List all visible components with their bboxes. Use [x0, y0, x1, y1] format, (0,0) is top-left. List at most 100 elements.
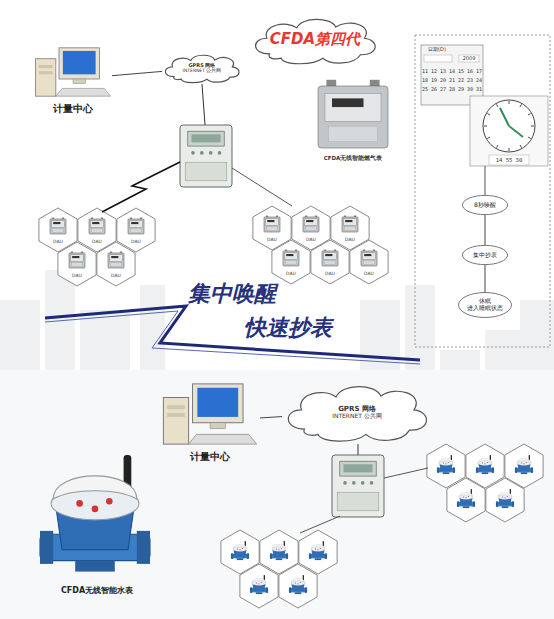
computer-drive	[167, 413, 184, 417]
meter-pointer	[521, 462, 522, 463]
node-caption: 计量中心	[190, 451, 230, 463]
meter-nut	[286, 553, 288, 558]
meter-counter	[306, 220, 313, 222]
meter-body	[303, 217, 319, 232]
cloud-outline	[165, 55, 239, 82]
meter-base	[482, 472, 488, 474]
clock-tick	[497, 145, 499, 148]
meter-panel	[324, 253, 337, 260]
meter-body	[322, 251, 338, 266]
time-box	[489, 155, 529, 165]
cloud-shape	[162, 52, 242, 84]
meter-counter	[345, 220, 352, 222]
clock-tick	[484, 126, 487, 127]
wire	[358, 444, 359, 455]
meter-body	[264, 217, 280, 232]
meter-pointer	[278, 549, 279, 550]
concentrator	[332, 455, 384, 517]
water-meter	[496, 489, 514, 508]
device-label: DAU	[364, 272, 374, 277]
computer-keyboard	[56, 88, 111, 96]
gas-meter	[361, 250, 377, 267]
meter-pointer	[317, 549, 318, 550]
meter-pointer	[315, 548, 316, 549]
meter-panel	[325, 93, 381, 121]
slogan-text: 集中唤醒	[188, 281, 276, 305]
meter-base	[276, 558, 282, 560]
connector-line	[112, 71, 162, 75]
meter-base	[443, 472, 449, 474]
meter-plate	[266, 227, 277, 231]
concentrator-button	[361, 481, 365, 485]
meter-plate	[91, 229, 102, 233]
clock-tick	[528, 114, 531, 116]
process-panel	[415, 35, 550, 347]
clock-tick	[487, 137, 490, 139]
clock-hand	[500, 108, 509, 126]
slogan-text: 快速抄表	[244, 315, 332, 339]
concentrator-lcd	[343, 464, 372, 472]
meter-lid	[311, 544, 325, 548]
concentrator-button	[209, 151, 213, 155]
meter-pointer	[468, 496, 469, 497]
meter-counter	[286, 254, 293, 256]
gas-meter	[322, 250, 338, 267]
meter-nut	[231, 553, 233, 558]
water-meter	[289, 575, 307, 594]
meter-pointer	[237, 548, 238, 549]
gas-meter	[69, 252, 85, 269]
wire	[232, 168, 292, 206]
gas-meter	[342, 216, 358, 233]
lightning-line	[45, 306, 420, 360]
meter-counter	[72, 256, 79, 258]
meter-counter	[131, 222, 138, 224]
part-label: CFDA无线智能水表	[61, 587, 133, 596]
calendar-year-box	[459, 55, 479, 62]
device-label: DAU	[267, 238, 277, 243]
network-cloud: GPRS 网络INTERNET 公共网	[162, 52, 242, 84]
meter-base	[237, 558, 243, 560]
meter-pointer	[256, 582, 257, 583]
device-label: DAU	[53, 240, 63, 245]
clock-face	[483, 100, 535, 152]
meter-base	[463, 506, 469, 508]
meter-nut	[512, 501, 514, 506]
meter-pointer	[507, 496, 508, 497]
gas-meter	[318, 80, 388, 148]
metering-center: 计量中心	[34, 44, 112, 114]
calendar-dropdown	[424, 55, 452, 62]
meter-counter	[364, 254, 371, 256]
computer-screen	[63, 51, 96, 74]
concentrator-body	[332, 455, 384, 517]
clock-tick	[509, 148, 510, 151]
node-text: GPRS 网络	[189, 63, 216, 69]
computer-screen	[197, 388, 238, 417]
meter-lid	[478, 458, 492, 462]
meter-base	[315, 558, 321, 560]
title-cloud: CFDA第四代	[250, 14, 380, 66]
meter-body	[283, 251, 299, 266]
computer-icon	[160, 380, 260, 448]
wire	[300, 516, 340, 533]
network-cloud: GPRS 网络INTERNET 公共网	[282, 380, 432, 444]
meter-nut	[270, 553, 272, 558]
metering-center: 计量中心	[160, 380, 260, 462]
node-text: INTERNET 公共网	[332, 413, 382, 420]
meter-pointer	[443, 462, 444, 463]
hexagon-cell	[311, 240, 349, 284]
meter-nut	[531, 467, 533, 472]
meter-panel	[71, 255, 84, 262]
computer-tower	[36, 59, 56, 96]
meter-pointer	[484, 463, 485, 464]
water-meter	[476, 455, 494, 474]
meter-pointer	[463, 496, 464, 497]
process-oval: 集中抄表	[462, 245, 508, 265]
clock-hand	[509, 126, 523, 137]
meter-pointer	[523, 463, 524, 464]
oval-outline	[459, 293, 512, 318]
concentrator-button	[200, 151, 204, 155]
clock-tick	[487, 114, 490, 116]
meter-base	[295, 592, 301, 594]
